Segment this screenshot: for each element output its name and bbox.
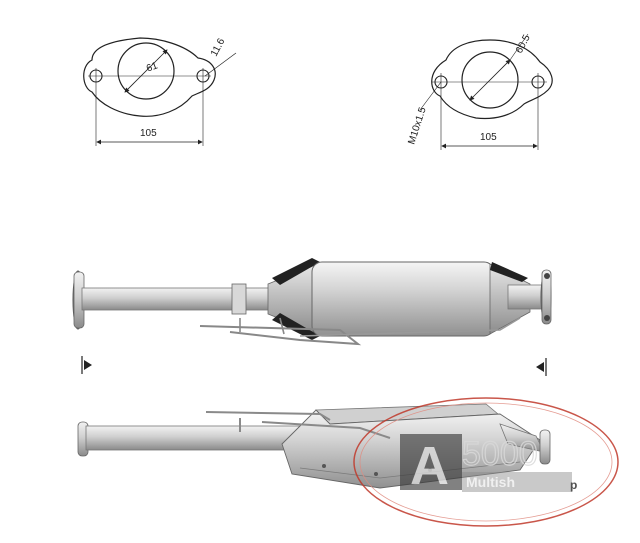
side-sensor-tube bbox=[205, 411, 391, 439]
length-markers bbox=[81, 356, 547, 376]
flange-left-outline bbox=[83, 37, 216, 117]
watermark-ring bbox=[353, 397, 619, 527]
left-end-marker-icon bbox=[84, 360, 92, 370]
flange-left-diameter-label: 61 bbox=[145, 60, 160, 74]
flange-right-width-label: 105 bbox=[480, 132, 497, 143]
flange-right-outline bbox=[431, 39, 553, 120]
watermark-block bbox=[400, 434, 462, 490]
inlet-heat-shield bbox=[272, 258, 320, 285]
flange-left-bore bbox=[117, 42, 175, 100]
flange-right-thread-label: M10x1.5 bbox=[406, 106, 428, 146]
right-end-marker-icon bbox=[536, 362, 544, 372]
watermark-brand-suffix: p bbox=[570, 478, 577, 492]
pipe-clamp bbox=[231, 283, 247, 315]
part-top-view bbox=[72, 258, 552, 346]
sensor-tube bbox=[199, 325, 362, 346]
flange-left-width-label: 105 bbox=[140, 128, 157, 139]
watermark-brand: Multish bbox=[466, 474, 515, 490]
catalyst-body bbox=[311, 261, 495, 337]
inlet-pipe bbox=[81, 287, 283, 311]
flange-left-drawing: 61 11.6 105 bbox=[83, 36, 237, 146]
side-outlet-flange bbox=[539, 429, 551, 465]
outlet-pipe bbox=[507, 284, 545, 310]
side-inlet-pipe bbox=[85, 425, 317, 451]
watermark-number: 5000 bbox=[462, 435, 538, 473]
flange-left-hole-label: 11.6 bbox=[209, 36, 228, 58]
flange-right-drawing: 60.5 M10x1.5 105 bbox=[406, 33, 553, 150]
watermark-logo: A 5000 Multish p bbox=[353, 397, 619, 527]
watermark-letter: A bbox=[410, 436, 449, 496]
flange-right-bore bbox=[461, 51, 519, 109]
